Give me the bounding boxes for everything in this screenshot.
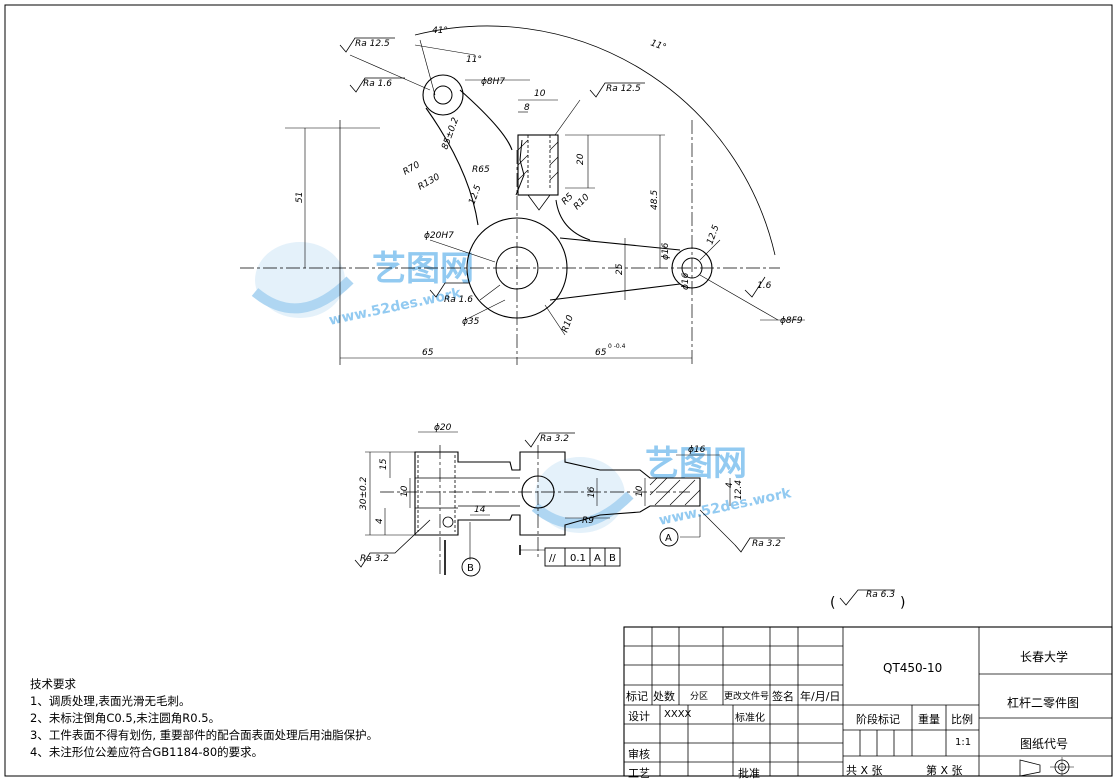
roughness-ra3-2-top: Ra 3.2 xyxy=(540,434,569,444)
datum-a-label: A xyxy=(665,533,672,544)
tb-approve: 批准 xyxy=(738,767,760,780)
dim-r65: R65 xyxy=(472,165,490,175)
roughness-symbols-front xyxy=(339,37,766,298)
tech-item-2: 2、未标注倒角C0.5,未注圆角R0.5。 xyxy=(30,711,221,725)
general-roughness-close-paren: ) xyxy=(900,595,905,611)
tolerance-datum-b: B xyxy=(609,553,616,564)
dim-height-25: 25 xyxy=(615,263,625,275)
dim-15: 15 xyxy=(379,458,389,470)
tech-item-1: 1、调质处理,表面光滑无毛刺。 xyxy=(30,694,191,708)
tb-designer: XXXX xyxy=(664,709,692,720)
front-view xyxy=(240,25,805,365)
dim-angle-11: 11° xyxy=(466,55,482,65)
dim-width-10: 10 xyxy=(534,89,546,99)
roughness-ra3-2-right: Ra 3.2 xyxy=(752,539,781,549)
tb-change-doc: 更改文件号 xyxy=(724,692,770,702)
roughness-ra3-2-left: Ra 3.2 xyxy=(360,554,389,564)
drawing-no-label: 图纸代号 xyxy=(1020,737,1069,751)
watermark-logo-right: 艺图网 www.52des.work xyxy=(531,444,794,533)
dim-12-5-b: 12.5 xyxy=(705,224,721,247)
tb-total-sheets: 共 X 张 xyxy=(846,764,883,777)
dim-dia-16-hub: ϕ16 xyxy=(661,242,671,260)
roughness-ra1-6-b: Ra 1.6 xyxy=(444,295,473,305)
drawing-border xyxy=(4,4,1113,777)
tb-count: 处数 xyxy=(653,690,675,703)
watermark-brand-left: 艺图网 xyxy=(372,249,474,289)
tb-weight: 重量 xyxy=(918,713,940,726)
dim-65-tolerance: 0 -0.4 xyxy=(608,343,626,350)
dim-30: 30±0.2 xyxy=(359,476,369,510)
tb-date: 年/月/日 xyxy=(800,690,841,703)
tb-sheet-no: 第 X 张 xyxy=(926,764,963,777)
dim-height-51: 51 xyxy=(295,192,305,203)
dim-14: 14 xyxy=(474,505,486,515)
watermark-logo-left: 艺图网 www.52des.work xyxy=(251,242,474,329)
dim-12-5-a: 12.5 xyxy=(467,184,483,207)
dim-height-20: 20 xyxy=(576,153,586,165)
tech-item-4: 4、未注形位公差应符合GB1184-80的要求。 xyxy=(30,745,264,759)
tolerance-datum-a: A xyxy=(594,553,601,564)
dim-16: 16 xyxy=(587,486,597,498)
title-block-grid xyxy=(623,626,1113,777)
tech-item-3: 3、工件表面不得有划伤, 重要部件的配合面表面处理后用油脂保护。 xyxy=(30,728,379,742)
tech-title: 技术要求 xyxy=(30,677,76,691)
dim-r10: R10 xyxy=(572,192,592,212)
side-view-labels: ϕ20 30±0.2 15 10 4 14 16 10 12.4 R9 ϕ16 … xyxy=(359,423,905,611)
dim-4: 4 xyxy=(375,518,385,524)
dim-r130: R130 xyxy=(417,172,443,193)
dim-10-left: 10 xyxy=(400,485,410,497)
dim-dist-85: 85±0.2 xyxy=(440,116,461,151)
company-label: 长春大学 xyxy=(1020,650,1069,664)
roughness-ra1-6-a: Ra 1.6 xyxy=(363,79,392,89)
roughness-ra1-6-c: 1.6 xyxy=(757,281,772,291)
tb-scale: 1:1 xyxy=(955,737,972,748)
tb-signature: 签名 xyxy=(772,690,794,703)
dim-height-48-5: 48.5 xyxy=(650,190,660,210)
dim-hole-8h7: ϕ8H7 xyxy=(481,77,505,87)
dim-angle-41: 41° xyxy=(432,26,448,36)
dim-r9: R9 xyxy=(582,516,594,526)
dim-r70: R70 xyxy=(402,160,423,178)
general-roughness-value: Ra 6.3 xyxy=(866,590,895,600)
dim-4-right: 4 xyxy=(725,482,735,488)
dim-dia-20-side: ϕ20 xyxy=(434,423,452,433)
dim-hole-20h7: ϕ20H7 xyxy=(424,231,454,241)
tb-zone: 分区 xyxy=(690,692,709,702)
dim-dia-16-side: ϕ16 xyxy=(688,445,706,455)
tb-process: 工艺 xyxy=(628,767,650,780)
tolerance-value: 0.1 xyxy=(570,553,586,564)
watermark-url-right: www.52des.work xyxy=(658,485,794,529)
dim-dia-16-center: ϕ16 xyxy=(681,272,691,290)
roughness-ra12-5-a: Ra 12.5 xyxy=(355,39,390,49)
dim-angle-11-large: 11° xyxy=(649,38,667,53)
material-label: QT450-10 xyxy=(883,661,943,675)
general-roughness-open-paren: ( xyxy=(830,595,835,611)
tolerance-symbol: // xyxy=(549,553,556,564)
tb-marker: 标记 xyxy=(626,690,648,703)
tb-scale-label: 比例 xyxy=(951,713,973,726)
tb-standardize: 标准化 xyxy=(735,713,765,724)
dim-depth-8: 8 xyxy=(524,103,530,113)
watermark-url-left: www.52des.work xyxy=(328,285,464,329)
drawing-name-label: 杠杆二零件图 xyxy=(1007,696,1080,710)
dim-12-4: 12.4 xyxy=(734,480,744,500)
tb-stage-mark: 阶段标记 xyxy=(856,713,900,726)
tb-design: 设计 xyxy=(628,710,650,723)
roughness-ra12-5-b: Ra 12.5 xyxy=(606,84,641,94)
dim-hole-8f9: ϕ8F9 xyxy=(780,316,803,326)
dim-65-right: 65 xyxy=(595,348,607,358)
tb-review: 审核 xyxy=(628,748,650,761)
watermark-brand-right: 艺图网 xyxy=(645,444,747,484)
dim-65-left: 65 xyxy=(422,348,434,358)
technical-requirements: 技术要求 1、调质处理,表面光滑无毛刺。 2、未标注倒角C0.5,未注圆角R0.… xyxy=(30,676,378,761)
dim-r10-lower: R10 xyxy=(560,314,576,334)
dim-dia-35: ϕ35 xyxy=(462,317,480,327)
datum-b-label: B xyxy=(467,563,474,574)
side-view xyxy=(354,431,895,606)
dim-10-right: 10 xyxy=(635,485,645,497)
